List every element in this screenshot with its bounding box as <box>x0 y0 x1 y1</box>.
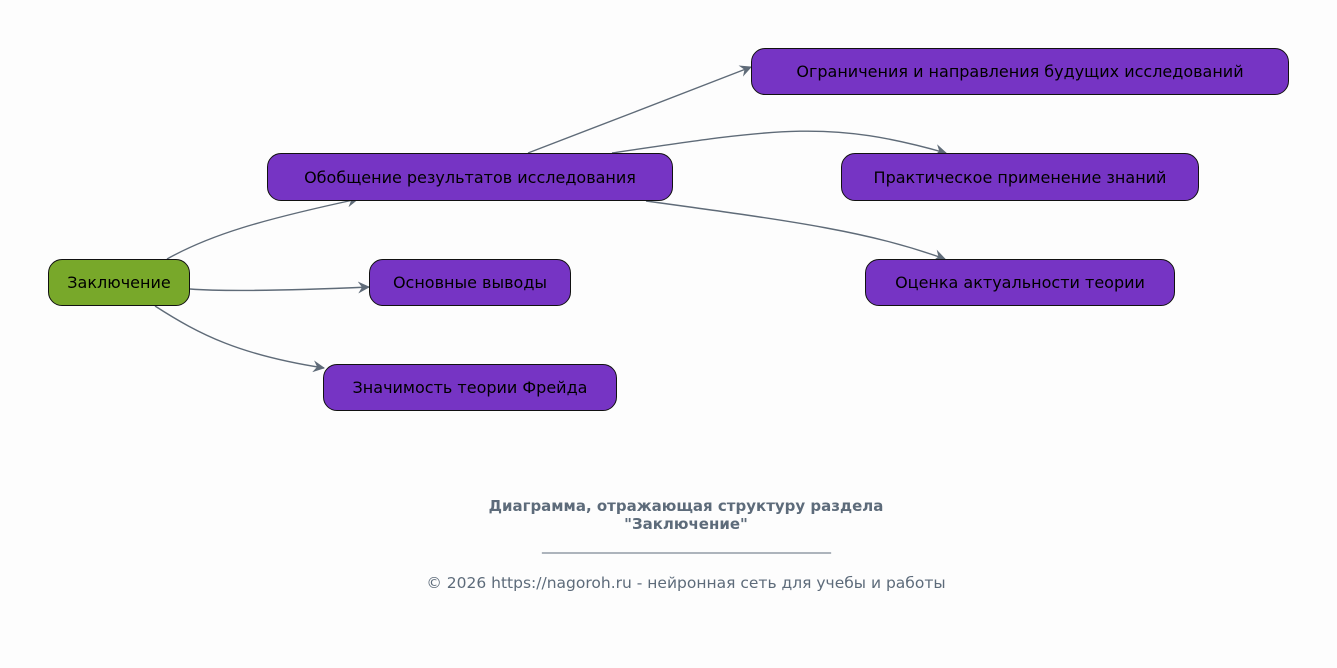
node-conclusions[interactable]: Основные выводы <box>369 259 571 306</box>
edge-root-significance <box>154 305 325 373</box>
edge-summary-application <box>611 130 947 156</box>
title-line-1: Диаграмма, отражающая структуру раздела <box>488 497 884 515</box>
node-significance[interactable]: Значимость теории Фрейда <box>323 364 617 411</box>
edge-summary-limitations <box>527 65 752 154</box>
edge-root-summary <box>166 195 359 260</box>
edge-root-conclusions <box>189 281 370 294</box>
node-root[interactable]: Заключение <box>48 259 190 306</box>
footer-copyright: © 2026 https://nagoroh.ru - нейронная се… <box>426 574 946 592</box>
title-line-2: "Заключение" <box>624 515 748 533</box>
node-relevance[interactable]: Оценка актуальности теории <box>865 259 1175 306</box>
node-limitations[interactable]: Ограничения и направления будущих исслед… <box>751 48 1289 95</box>
diagram-title: Диаграмма, отражающая структуру раздела … <box>0 497 1337 533</box>
divider: ________________________________________… <box>542 538 831 554</box>
node-summary[interactable]: Обобщение результатов исследования <box>267 153 673 201</box>
node-application[interactable]: Практическое применение знаний <box>841 153 1199 201</box>
edge-summary-relevance <box>645 200 946 261</box>
